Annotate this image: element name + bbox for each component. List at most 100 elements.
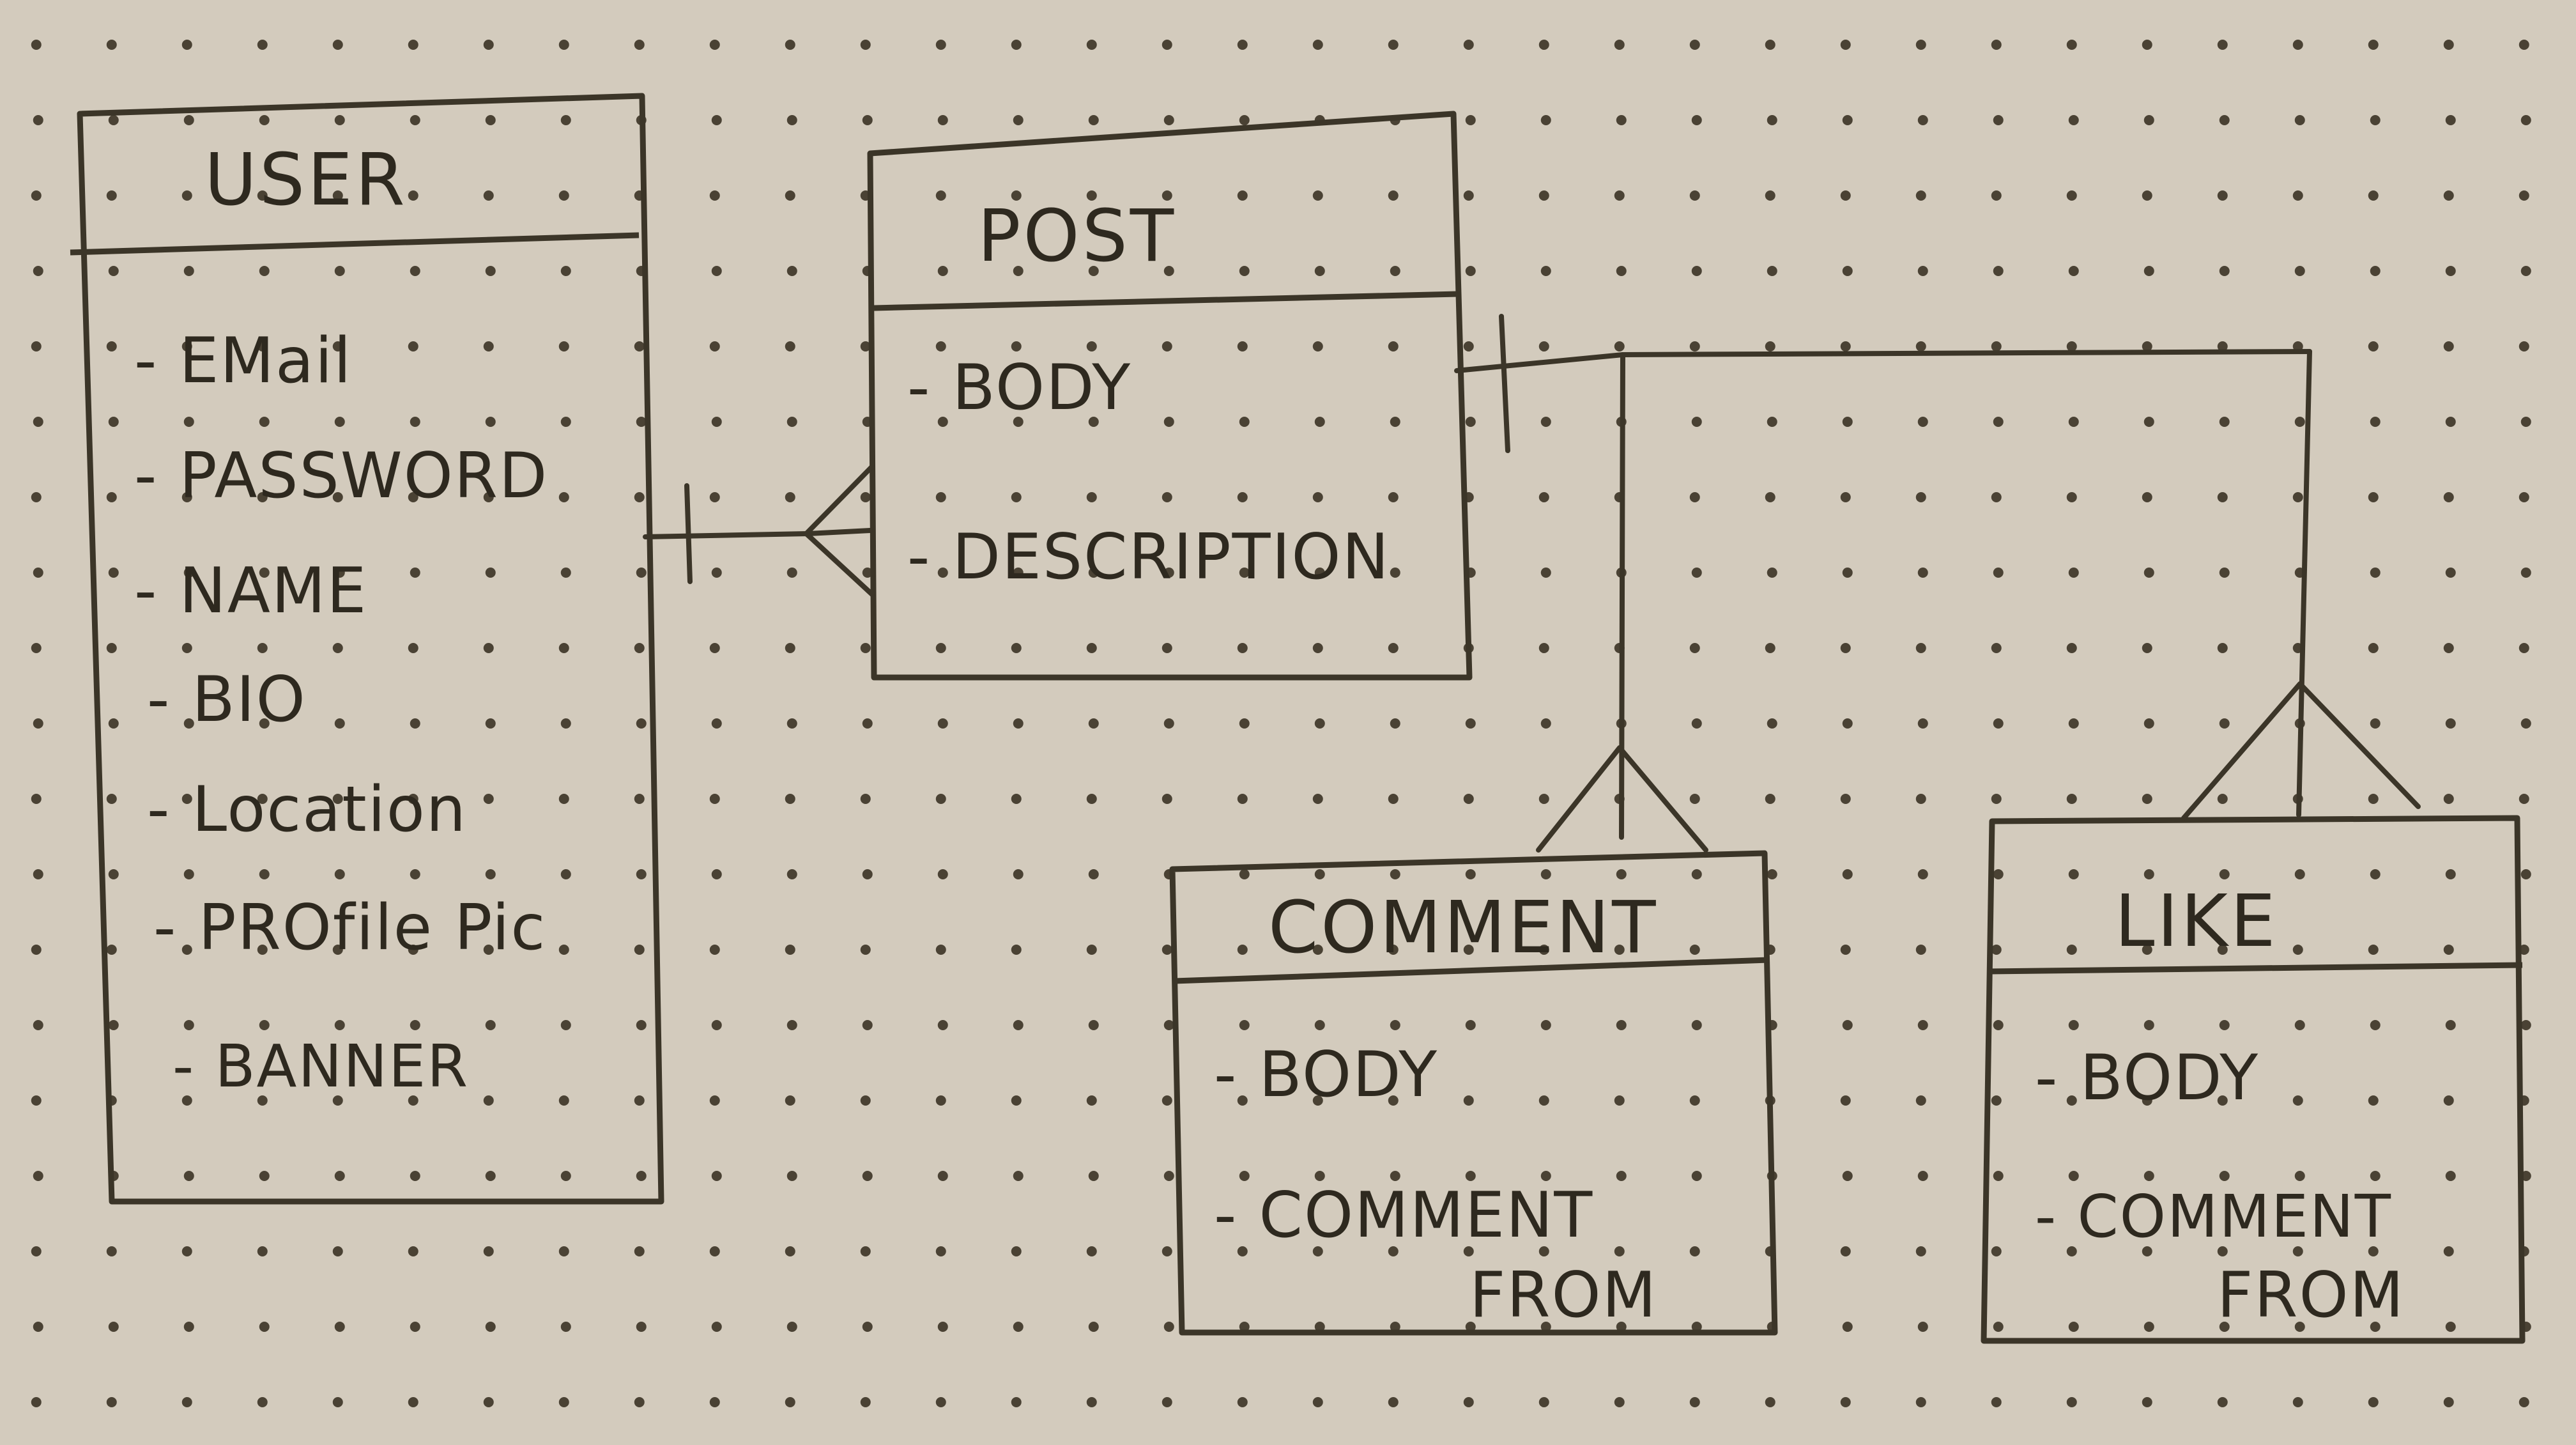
grid-dot xyxy=(1540,869,1551,879)
grid-dot xyxy=(860,794,871,804)
grid-dot xyxy=(1991,40,2002,50)
grid-dot xyxy=(1237,190,1248,201)
grid-dot xyxy=(1993,417,2004,427)
grid-dot xyxy=(1915,643,1926,653)
grid-dot xyxy=(1993,1020,2004,1030)
grid-dot xyxy=(1465,115,1476,125)
grid-dot xyxy=(1237,794,1248,804)
grid-dot xyxy=(408,190,418,201)
entity-user-attr-bio: - BIO xyxy=(147,663,307,736)
grid-dot xyxy=(1390,718,1400,729)
grid-dot xyxy=(410,869,420,879)
grid-dot xyxy=(634,1246,645,1256)
grid-dot xyxy=(1991,1246,2002,1256)
grid-dot xyxy=(257,1095,268,1106)
grid-dot xyxy=(2370,1020,2380,1030)
grid-dot xyxy=(1842,1322,1853,1332)
grid-dot xyxy=(183,266,194,276)
grid-dot xyxy=(108,1322,119,1332)
grid-dot xyxy=(1689,1397,1700,1407)
grid-dot xyxy=(259,1020,270,1030)
grid-dot xyxy=(2066,492,2077,502)
grid-dot xyxy=(1088,115,1099,125)
grid-dot xyxy=(108,1020,119,1030)
grid-dot xyxy=(183,1020,194,1030)
grid-dot xyxy=(1689,794,1700,804)
grid-dot xyxy=(1390,1322,1400,1332)
grid-dot xyxy=(860,1095,871,1106)
grid-dot xyxy=(1840,40,1851,50)
grid-dot xyxy=(1840,1095,1851,1106)
grid-dot xyxy=(1088,1322,1099,1332)
grid-dot xyxy=(2368,341,2379,352)
grid-dot xyxy=(410,115,420,125)
grid-dot xyxy=(860,40,871,50)
grid-dot xyxy=(2368,40,2379,50)
relationship-post-comment-like xyxy=(1454,314,2421,853)
grid-dot xyxy=(332,945,343,955)
grid-dot xyxy=(1162,1095,1172,1106)
grid-dot xyxy=(2217,1246,2228,1256)
entity-like-header-divider xyxy=(1988,962,2523,975)
grid-dot xyxy=(2445,718,2456,729)
grid-dot xyxy=(560,568,571,578)
grid-dot xyxy=(2368,492,2379,502)
grid-dot xyxy=(1163,568,1174,578)
grid-dot xyxy=(1915,1397,1926,1407)
grid-dot xyxy=(1465,417,1476,427)
grid-dot xyxy=(1991,794,2002,804)
grid-dot xyxy=(1390,417,1400,427)
grid-dot xyxy=(483,794,494,804)
grid-dot xyxy=(334,266,345,276)
grid-dot xyxy=(1163,1171,1174,1181)
grid-dot xyxy=(1993,1171,2004,1181)
grid-dot xyxy=(332,794,343,804)
grid-dot xyxy=(106,40,117,50)
grid-dot xyxy=(1086,341,1097,352)
grid-dot xyxy=(2294,1322,2305,1332)
grid-dot xyxy=(1237,341,1248,352)
grid-dot xyxy=(636,1171,647,1181)
grid-dot xyxy=(106,945,117,955)
grid-dot xyxy=(1237,643,1248,653)
grid-dot xyxy=(483,1246,494,1256)
grid-dot xyxy=(935,643,946,653)
grid-dot xyxy=(2443,341,2454,352)
grid-dot xyxy=(1917,1020,1928,1030)
grid-dot xyxy=(634,945,645,955)
grid-dot xyxy=(1842,1020,1853,1030)
grid-dot xyxy=(1013,115,1023,125)
grid-dot xyxy=(711,1020,722,1030)
grid-dot xyxy=(1538,1397,1549,1407)
grid-dot xyxy=(410,568,420,578)
grid-dot xyxy=(2219,869,2230,879)
grid-dot xyxy=(2368,643,2379,653)
grid-dot xyxy=(862,718,873,729)
grid-dot xyxy=(1616,266,1627,276)
grid-dot xyxy=(636,718,647,729)
grid-dot xyxy=(1086,492,1097,502)
grid-dot xyxy=(1088,417,1099,427)
grid-dot xyxy=(2292,492,2303,502)
grid-dot xyxy=(2066,945,2077,955)
grid-dot xyxy=(106,341,117,352)
grid-dot xyxy=(634,643,645,653)
entity-comment-title: COMMENT xyxy=(1268,886,1659,970)
grid-dot xyxy=(785,40,795,50)
grid-dot xyxy=(1088,266,1099,276)
entity-post-title: POST xyxy=(977,195,1176,278)
grid-dot xyxy=(2066,1397,2077,1407)
grid-dot xyxy=(558,492,569,502)
entity-post-header-divider xyxy=(873,291,1459,311)
relationship-user-post-one-mark xyxy=(684,483,693,584)
grid-dot xyxy=(2520,417,2531,427)
grid-dot xyxy=(2143,1171,2154,1181)
grid-dot xyxy=(1840,492,1851,502)
grid-dot xyxy=(31,40,42,50)
entity-comment-attr-comment: - COMMENT xyxy=(1214,1179,1593,1252)
grid-dot xyxy=(860,1246,871,1256)
grid-dot xyxy=(2068,1020,2079,1030)
grid-dot xyxy=(1689,40,1700,50)
entity-comment: COMMENT - BODY - COMMENT FROM xyxy=(1169,850,1778,1336)
grid-dot xyxy=(483,341,494,352)
